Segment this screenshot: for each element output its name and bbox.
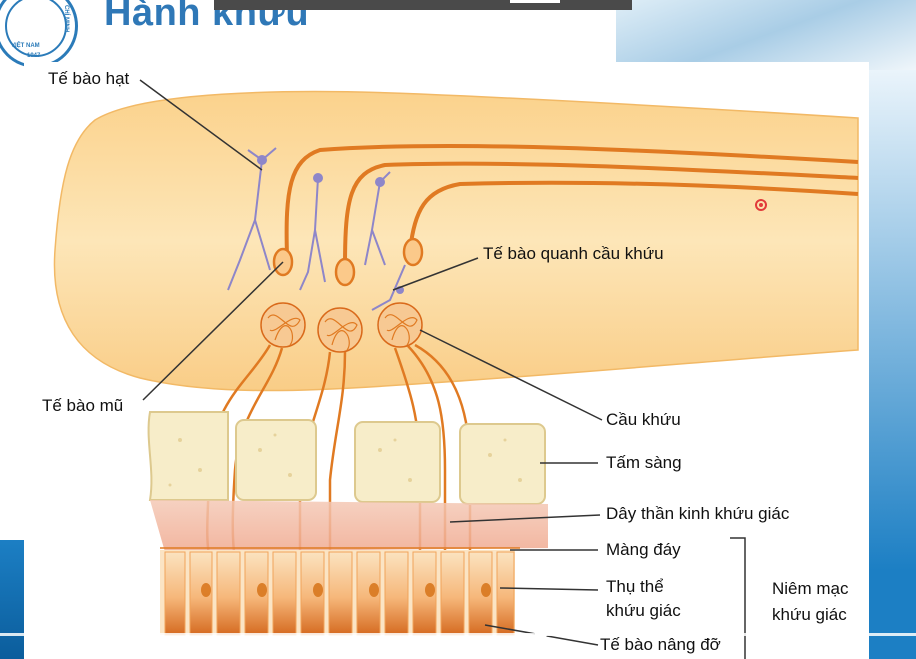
cribriform-plate	[147, 411, 546, 505]
label-supporting-cell: Tế bào nâng đỡ	[600, 635, 721, 654]
slide-right-decoration	[866, 70, 916, 659]
lamina-propria	[150, 500, 548, 552]
bone-texture	[168, 433, 522, 487]
label-olfactory-nerve: Dây thần kinh khứu giác	[606, 504, 790, 523]
laser-pointer-dot	[755, 199, 767, 211]
logo-year: 1947	[27, 53, 41, 59]
label-periglomerular-cell: Tế bào quanh cầu khứu	[483, 244, 664, 263]
slide-left-decoration	[0, 540, 24, 659]
label-glomerulus: Cầu khứu	[606, 410, 681, 429]
label-mucosa-line2: khứu giác	[772, 605, 847, 624]
glomerulus-tangles	[267, 314, 418, 351]
video-progress-bar[interactable]	[0, 633, 916, 636]
label-mucosa-line1: Niêm mạc	[772, 579, 849, 598]
olfactory-epithelium	[160, 550, 515, 636]
granule-cells	[227, 147, 406, 311]
video-progress-handle[interactable]	[535, 628, 547, 640]
label-granule-cell: Tế bào hạt	[48, 69, 130, 88]
logo-text-right: CHÍ MINH	[63, 5, 69, 33]
video-top-mark	[510, 0, 560, 3]
logo-text-left: VIỆT NAM	[11, 43, 40, 49]
logo-inner-ring	[5, 0, 67, 57]
label-receptor-line2: khứu giác	[606, 601, 681, 620]
mitral-axons	[284, 143, 859, 266]
video-top-bar	[214, 0, 632, 10]
label-receptor-line1: Thụ thể	[606, 577, 664, 596]
granule-somas	[257, 155, 404, 294]
label-basement-membrane: Màng đáy	[606, 540, 681, 559]
mitral-cells	[272, 237, 424, 287]
label-mitral-cell: Tế bào mũ	[42, 396, 124, 415]
label-cribriform-plate: Tấm sàng	[606, 453, 682, 472]
olfactory-bulb	[53, 90, 859, 392]
leader-lines	[139, 79, 746, 659]
